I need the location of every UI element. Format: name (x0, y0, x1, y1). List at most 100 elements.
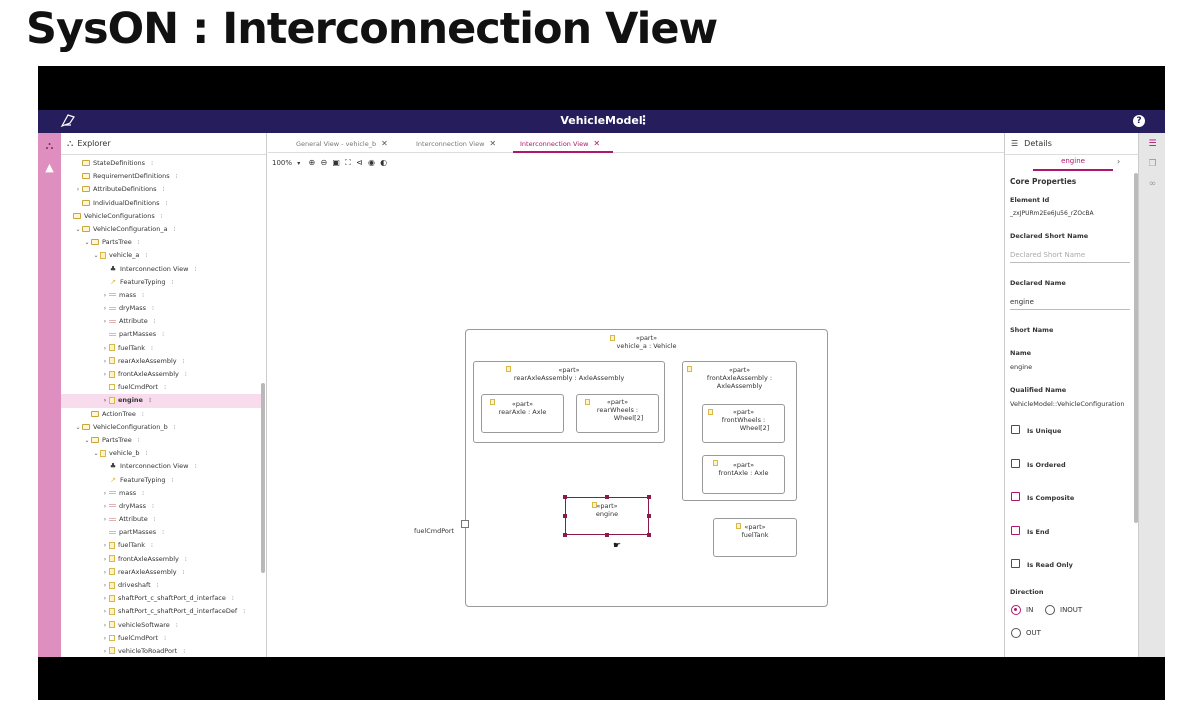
resize-handle[interactable] (647, 514, 651, 518)
more-options-icon[interactable]: ⁝ (137, 239, 140, 247)
tree-item[interactable]: ›fuelTank⁝ (61, 342, 261, 355)
declared-name-input[interactable]: engine (1010, 298, 1130, 310)
tree-item[interactable]: ›dryMass⁝ (61, 500, 261, 513)
zoom-dropdown-icon[interactable]: ▾ (297, 160, 301, 167)
tree-item[interactable]: ActionTree⁝ (61, 408, 261, 421)
part-node-rear-axle[interactable]: «part» rearAxle : Axle (481, 394, 564, 433)
part-node-front-axle[interactable]: «part» frontAxle : Axle (702, 455, 785, 494)
more-options-icon[interactable]: ⁝ (160, 212, 163, 220)
direction-inout-radio[interactable] (1045, 605, 1055, 615)
more-options-icon[interactable]: ⁝ (243, 608, 246, 616)
more-options-icon[interactable]: ⁝ (162, 331, 165, 339)
port-fuel-cmd-port[interactable] (461, 520, 469, 528)
share-icon[interactable]: ⊲ (356, 158, 363, 167)
tree-item[interactable]: ›AttributeDefinitions⁝ (61, 183, 261, 196)
tree-item[interactable]: ⌄VehicleConfiguration_a⁝ (61, 223, 261, 236)
tree-toggle-icon[interactable]: › (103, 542, 107, 550)
tree-toggle-icon[interactable]: › (103, 397, 107, 405)
more-options-icon[interactable]: ⁝ (152, 502, 154, 510)
tree-item[interactable]: ›vehicleToRoadPort⁝ (61, 645, 261, 657)
details-tab-engine[interactable]: engine (1061, 157, 1085, 165)
resize-handle[interactable] (563, 495, 567, 499)
part-node-front-wheels[interactable]: «part» frontWheels : Wheel[2] (702, 404, 785, 443)
tree-toggle-icon[interactable]: ⌄ (75, 423, 81, 431)
more-options-icon[interactable]: ⁝ (194, 265, 197, 273)
tree-item[interactable]: fuelCmdPort⁝ (61, 381, 261, 394)
explorer-scrollbar[interactable] (261, 383, 265, 573)
more-options-icon[interactable]: ⁝ (153, 516, 156, 524)
more-options-icon[interactable]: ⁝ (183, 647, 186, 655)
tree-item[interactable]: ⌄vehicle_b⁝ (61, 447, 261, 460)
resize-handle[interactable] (605, 533, 609, 537)
more-options-icon[interactable]: ⁝ (182, 568, 185, 576)
more-options-icon[interactable]: ⁝ (164, 384, 167, 392)
more-options-icon[interactable]: ⁝ (156, 582, 159, 589)
help-icon[interactable]: ? (1133, 115, 1145, 127)
explorer-view-icon[interactable]: ⛬ (45, 139, 54, 152)
details-scrollbar[interactable] (1134, 173, 1138, 523)
more-options-icon[interactable]: ⁝ (150, 344, 153, 352)
more-options-icon[interactable]: ⁝ (142, 291, 145, 299)
menu-icon[interactable]: ☰ (1011, 139, 1019, 148)
more-options-icon[interactable]: ⁝ (173, 423, 176, 431)
tree-item[interactable]: ›frontAxleAssembly⁝ (61, 553, 261, 566)
tree-toggle-icon[interactable]: › (103, 305, 107, 313)
tree-item[interactable]: ›dryMass⁝ (61, 302, 261, 315)
tree-toggle-icon[interactable]: › (103, 516, 107, 524)
tab-interconnection-view-1[interactable]: Interconnection View✕ (416, 139, 496, 148)
more-options-icon[interactable]: ⁝ (182, 357, 185, 365)
zoom-level[interactable]: 100% (272, 159, 293, 167)
is-composite-checkbox[interactable] (1011, 492, 1020, 501)
tree-toggle-icon[interactable]: ⌄ (84, 436, 90, 444)
more-options-icon[interactable]: ⁝ (231, 595, 234, 603)
close-icon[interactable]: ✕ (489, 139, 497, 148)
theme-icon[interactable]: ◐ (380, 158, 388, 167)
more-options-icon[interactable]: ⁝ (153, 318, 156, 326)
tree-item[interactable]: partMasses⁝ (61, 328, 261, 341)
tree-item[interactable]: ⌄PartsTree⁝ (61, 434, 261, 447)
tree-toggle-icon[interactable]: › (103, 582, 107, 589)
resize-handle[interactable] (647, 533, 651, 537)
tree-item[interactable]: ›mass⁝ (61, 289, 261, 302)
tree-toggle-icon[interactable]: › (76, 186, 80, 194)
more-options-icon[interactable]: ⁝ (175, 173, 178, 181)
tree-toggle-icon[interactable]: › (103, 357, 107, 365)
tree-toggle-icon[interactable]: › (103, 344, 107, 352)
zoom-in-icon[interactable]: ⊕ (308, 158, 316, 167)
part-node-engine[interactable]: «part» engine (565, 497, 649, 535)
tree-toggle-icon[interactable]: › (103, 647, 107, 655)
tree-toggle-icon[interactable]: › (103, 568, 107, 576)
tree-toggle-icon[interactable]: › (103, 608, 107, 616)
part-node-fuel-tank[interactable]: «part» fuelTank (713, 518, 797, 557)
tree-toggle-icon[interactable]: › (103, 621, 107, 629)
tree-item[interactable]: ⌄vehicle_a⁝ (61, 249, 261, 262)
is-read-only-checkbox[interactable] (1011, 559, 1020, 568)
chevron-right-icon[interactable]: › (1117, 157, 1121, 166)
resize-handle[interactable] (647, 495, 651, 499)
more-options-icon[interactable]: ⁝ (184, 371, 187, 378)
visibility-icon[interactable]: ◉ (367, 158, 375, 167)
more-options-icon[interactable]: ⁝ (162, 186, 165, 194)
diagram-canvas[interactable]: «part» vehicle_a : Vehicle «part» rearAx… (268, 175, 1004, 657)
declared-short-name-input[interactable]: Declared Short Name (1010, 251, 1130, 263)
tree-item[interactable]: ›rearAxleAssembly⁝ (61, 566, 261, 579)
tree-toggle-icon[interactable]: › (103, 634, 107, 642)
more-options-icon[interactable]: ⁝ (142, 489, 145, 497)
tree-item[interactable]: RequirementDefinitions⁝ (61, 170, 261, 183)
more-options-icon[interactable]: ⁝ (152, 305, 154, 313)
is-unique-checkbox[interactable] (1011, 425, 1020, 434)
more-options-icon[interactable]: ⁝ (151, 160, 153, 167)
more-options-icon[interactable]: ⁝ (175, 621, 178, 629)
tree-toggle-icon[interactable]: › (103, 502, 107, 510)
more-options-icon[interactable]: ⁝ (194, 463, 197, 471)
direction-in-radio[interactable] (1011, 605, 1021, 615)
tree-item[interactable]: ⌄PartsTree⁝ (61, 236, 261, 249)
more-options-icon[interactable]: ⁝ (162, 529, 165, 537)
tree-toggle-icon[interactable]: ⌄ (93, 252, 99, 260)
tree-toggle-icon[interactable]: › (103, 291, 107, 299)
tree-item[interactable]: ›shaftPort_c_shaftPort_d_interfaceDef⁝ (61, 605, 261, 618)
details-view-icon[interactable]: ☰ (1148, 139, 1157, 149)
tree-item[interactable]: ↗FeatureTyping⁝ (61, 474, 261, 487)
tree-item[interactable]: ›frontAxleAssembly⁝ (61, 368, 261, 381)
validation-icon[interactable]: ▲ (45, 161, 54, 174)
